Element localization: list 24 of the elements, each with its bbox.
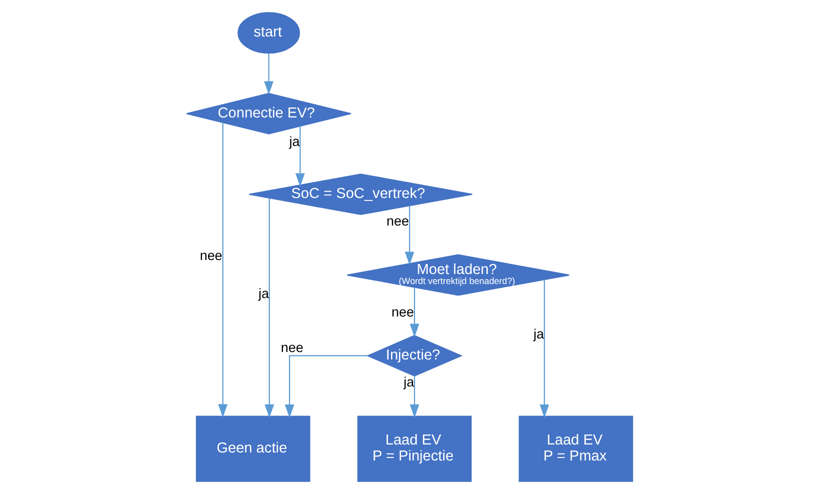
arrow <box>294 126 304 187</box>
arrow <box>409 287 419 338</box>
arrow <box>264 53 273 95</box>
edge-label: nee <box>386 213 408 228</box>
node-diamond: Connectie EV? <box>186 92 352 134</box>
edge-label: nee <box>391 304 414 320</box>
edge-label: ja <box>403 374 414 390</box>
edge-label: nee <box>199 248 222 263</box>
arrow <box>409 376 419 418</box>
node-box: Laad EV P = Pmax <box>518 416 633 482</box>
node-diamond: Injectie? <box>366 334 462 377</box>
arrow <box>264 198 274 418</box>
node-box: Geen actie <box>195 416 310 482</box>
edge-label: ja <box>288 134 300 150</box>
node-diamond: Moet laden? (Wordt vertrektijd benaderd?) <box>346 254 570 296</box>
edge-label: ja <box>533 326 544 342</box>
arrow <box>404 206 414 266</box>
edge-label: nee <box>280 340 303 355</box>
arrow <box>284 355 368 418</box>
node-box: Laad EV P = Pinjectie <box>356 416 472 482</box>
arrow <box>218 122 228 418</box>
arrow <box>539 280 549 418</box>
node-ellipse: start <box>237 12 300 54</box>
edge-label: ja <box>258 286 268 301</box>
